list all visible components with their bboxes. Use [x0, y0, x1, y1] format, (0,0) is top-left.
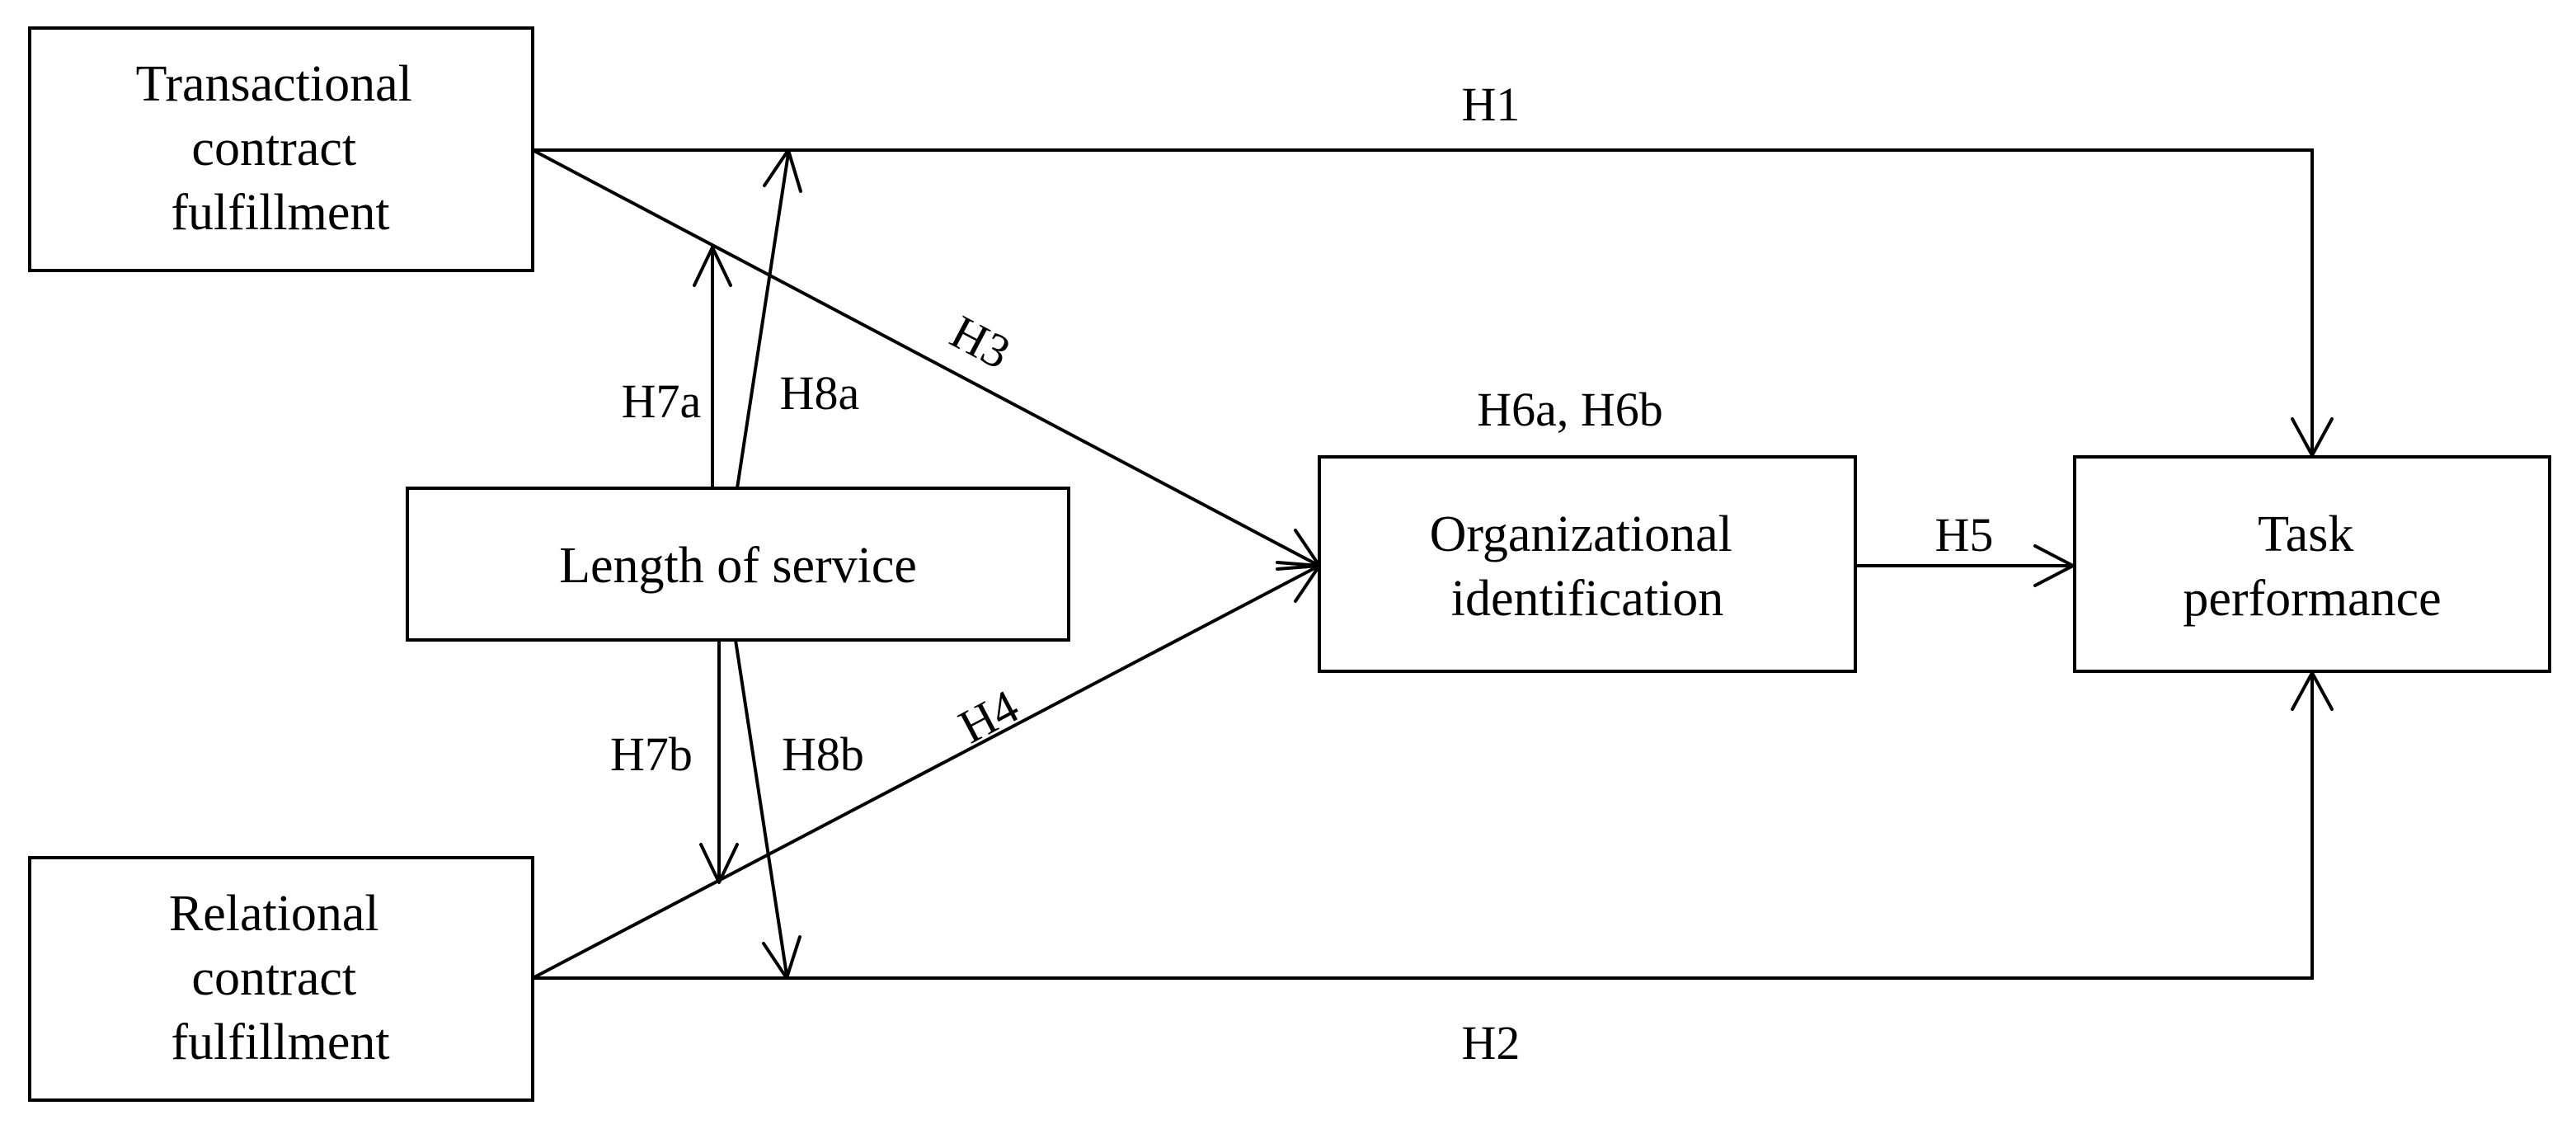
h7b-label: H7b	[610, 727, 693, 781]
task-label-line-1: Task	[2258, 506, 2353, 562]
transactional-label-line-2: contract	[191, 120, 356, 176]
h3-path	[532, 148, 1317, 566]
h1-path	[533, 148, 2314, 452]
h8b-path	[734, 639, 788, 976]
relational-label-line-3: fulfillment	[171, 1014, 389, 1070]
h3-label: H3	[942, 304, 1019, 379]
h5-label: H5	[1935, 508, 1994, 562]
h2-arrowhead	[2291, 671, 2334, 711]
transactional-label-line-3: fulfillment	[171, 185, 389, 241]
organizational-identification-box	[1318, 455, 1857, 673]
h1-arrowhead	[2291, 417, 2334, 457]
task-performance-box	[2073, 455, 2551, 673]
orgid-label-line-1: Organizational	[1430, 506, 1732, 562]
transactional-contract-box	[28, 26, 534, 272]
h4-path	[532, 566, 1317, 980]
h6-label: H6a, H6b	[1477, 383, 1663, 436]
relational-contract-label: Relational contract fulfillment	[169, 886, 392, 1070]
organizational-identification-label: Organizational identification	[1430, 506, 1746, 627]
h2-path	[533, 676, 2314, 980]
relational-contract-box	[28, 856, 534, 1102]
h7a-arrowhead	[693, 246, 732, 287]
h2-label: H2	[1462, 1016, 1521, 1070]
relational-label-line-1: Relational	[169, 886, 379, 942]
h1-label: H1	[1462, 78, 1521, 131]
h8b-arrowhead	[762, 935, 801, 980]
h7b-arrowhead	[699, 843, 739, 884]
h8a-path	[736, 153, 790, 489]
length-of-service-label: Length of service	[559, 538, 917, 594]
task-label-line-2: performance	[2183, 571, 2441, 627]
transactional-contract-label: Transactional contract fulfillment	[136, 56, 425, 241]
task-performance-label: Task performance	[2183, 506, 2441, 627]
length-label-line-1: Length of service	[559, 538, 917, 594]
h4-label: H4	[950, 679, 1027, 754]
h4-arrowhead	[1276, 564, 1321, 603]
h8b-label: H8b	[782, 727, 864, 781]
h8a-label: H8a	[780, 366, 860, 420]
h7a-label: H7a	[622, 374, 702, 428]
relational-label-line-2: contract	[191, 950, 356, 1006]
h5-arrowhead	[2033, 544, 2075, 587]
transactional-label-line-1: Transactional	[136, 56, 412, 112]
orgid-label-line-2: identification	[1451, 571, 1724, 627]
h8a-arrowhead	[763, 148, 802, 193]
